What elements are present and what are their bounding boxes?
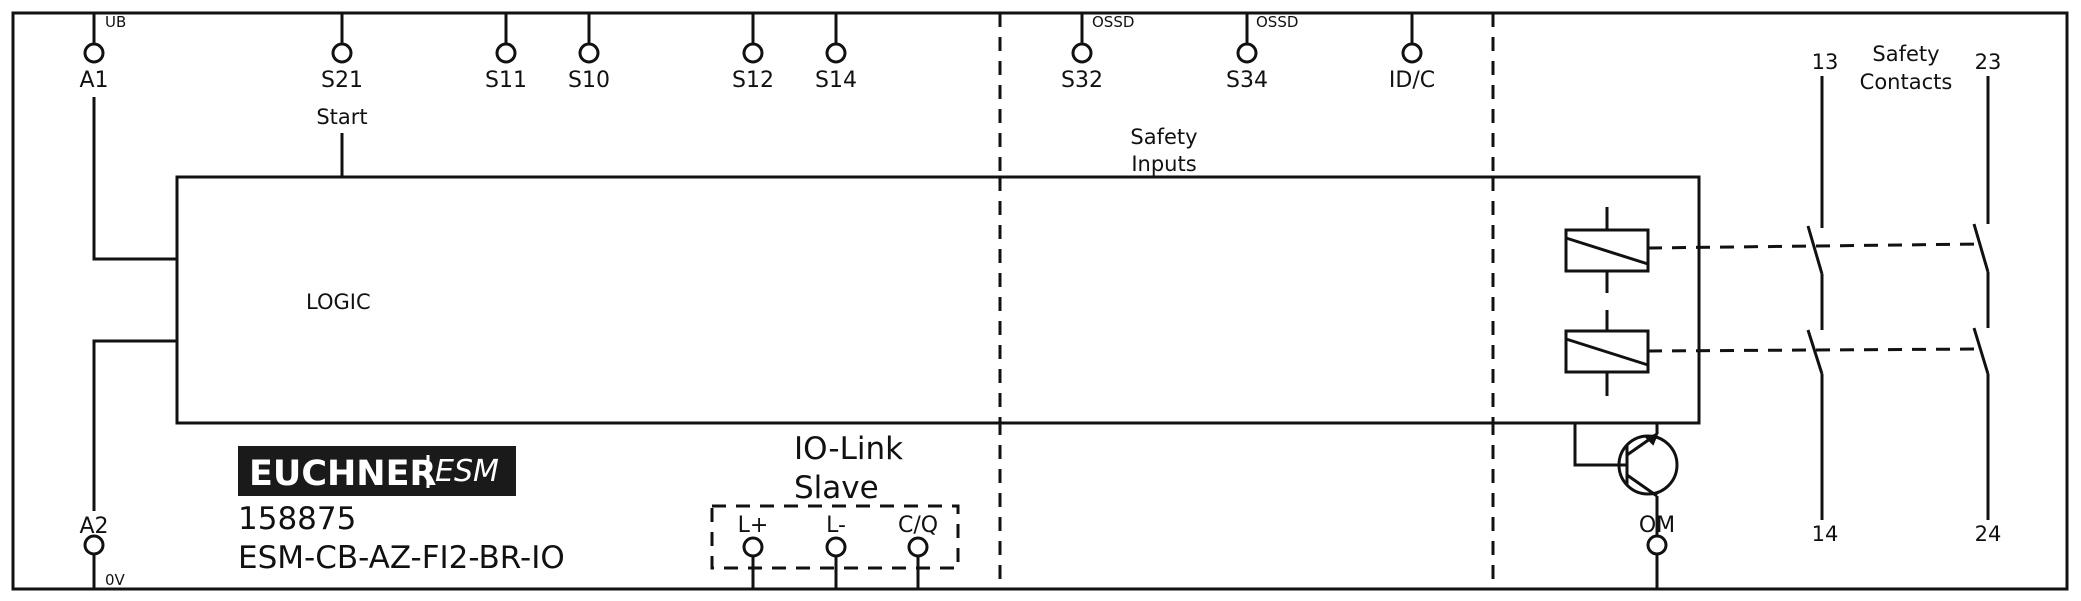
zero-v-label: 0V (105, 571, 126, 589)
om-label: OM (1639, 513, 1675, 538)
linkage-2 (1647, 347, 1983, 353)
safety-inputs-label-1: Safety (1130, 125, 1197, 149)
model-name: ESM-CB-AZ-FI2-BR-IO (238, 540, 565, 576)
relay-coil-1 (1564, 207, 1650, 293)
lminus-label: L- (826, 513, 846, 538)
s14-label: S14 (815, 68, 857, 93)
logic-block (175, 175, 1701, 425)
safety-contacts-label-1: Safety (1872, 42, 1939, 66)
terminal-a2 (83, 339, 177, 589)
idc-label: ID/C (1389, 68, 1435, 93)
terminal-s21 (331, 13, 353, 177)
iolink-dashed-box (710, 504, 960, 570)
euchner-logo: EUCHNER ESM (238, 446, 516, 496)
safety-contacts-label-2: Contacts (1860, 70, 1953, 94)
terminal-s12 (742, 13, 764, 64)
safety-contact-13-14 (1806, 76, 1824, 520)
terminal-a1 (83, 13, 177, 261)
contact-13-label: 13 (1812, 50, 1839, 74)
terminal-s34 (1236, 13, 1258, 64)
safety-contact-23-24 (1972, 76, 1990, 520)
safety-inputs-label-2: Inputs (1131, 152, 1196, 176)
a2-label: A2 (79, 514, 108, 539)
s32-label: S32 (1061, 68, 1103, 93)
s21-label: S21 (321, 68, 363, 93)
terminal-idc (1401, 13, 1423, 64)
iolink-label-2: Slave (794, 470, 879, 506)
terminal-lplus (742, 536, 764, 589)
s12-label: S12 (732, 68, 774, 93)
terminal-cq (907, 536, 929, 589)
terminal-lminus (825, 536, 847, 589)
part-number: 158875 (238, 501, 356, 537)
s10-label: S10 (568, 68, 610, 93)
terminal-s32 (1071, 13, 1093, 64)
ossd-label-2: OSSD (1256, 13, 1298, 31)
transistor-om (1573, 423, 1679, 589)
logo-sub: ESM (435, 454, 499, 489)
terminal-s11 (495, 13, 517, 64)
outer-frame (11, 11, 2069, 591)
lplus-label: L+ (738, 513, 769, 538)
linkage-1 (1647, 242, 1983, 250)
contact-23-label: 23 (1975, 50, 2002, 74)
ub-label: UB (105, 13, 126, 31)
s11-label: S11 (485, 68, 527, 93)
ossd-label-1: OSSD (1092, 13, 1134, 31)
cq-label: C/Q (898, 513, 938, 538)
terminal-s10 (578, 13, 600, 64)
iolink-label-1: IO-Link (794, 431, 903, 467)
contact-24-label: 24 (1975, 522, 2002, 546)
logo-name: EUCHNER (249, 454, 437, 494)
terminal-s14 (825, 13, 847, 64)
relay-coil-2 (1564, 310, 1650, 396)
s34-label: S34 (1226, 68, 1268, 93)
logic-label: LOGIC (306, 290, 371, 314)
a1-label: A1 (79, 68, 108, 93)
start-label: Start (316, 105, 367, 129)
contact-14-label: 14 (1812, 522, 1839, 546)
